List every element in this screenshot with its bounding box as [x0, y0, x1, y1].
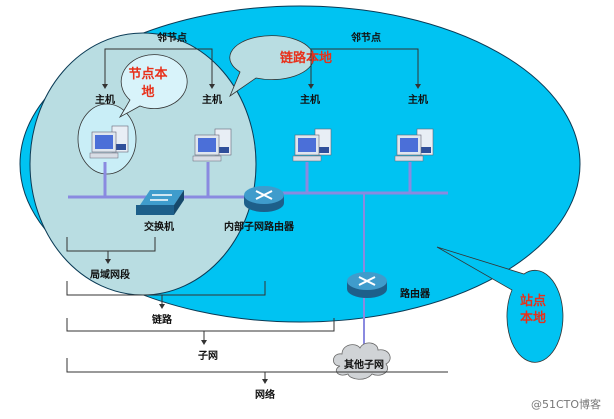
site-local-text-2: 本地 [520, 310, 546, 326]
neighbor-label-right: 邻节点 [351, 31, 381, 44]
host-label: 主机 [95, 93, 115, 106]
network-label: 网络 [255, 388, 275, 401]
router-icon [346, 271, 388, 299]
cloud-icon [333, 342, 391, 380]
network-bracket [66, 358, 448, 384]
site-local-text-1: 站点 [520, 293, 546, 309]
node-local-text-1: 节点本 [128, 66, 167, 82]
subnet-label: 子网 [198, 350, 218, 362]
link-local-text: 链路本地 [279, 50, 332, 66]
switch-label: 交换机 [144, 220, 174, 233]
other-subnet-label: 其他子网 [344, 358, 384, 371]
site-local-callout [436, 246, 564, 363]
subnet-bracket [66, 318, 335, 345]
lan-segment-label: 局域网段 [89, 268, 130, 281]
link-label: 链路 [151, 313, 173, 326]
neighbor-bracket-right [308, 48, 421, 89]
host-label: 主机 [300, 93, 320, 106]
inner-router-icon [243, 185, 285, 213]
neighbor-bracket-left [102, 48, 215, 89]
inner-router-label: 内部子网路由器 [224, 220, 295, 233]
neighbor-label-left: 邻节点 [157, 31, 187, 44]
link-bracket [66, 281, 266, 309]
link-local-callout [229, 35, 315, 98]
lan-segment-bracket [66, 237, 156, 264]
switch-icon [136, 190, 184, 215]
watermark: @51CTO博客 [531, 397, 601, 411]
node-local-callout [118, 54, 188, 119]
host-label: 主机 [202, 93, 222, 106]
host-label: 主机 [408, 93, 428, 106]
node-local-text-2: 地 [141, 84, 154, 100]
router-label: 路由器 [400, 287, 431, 300]
